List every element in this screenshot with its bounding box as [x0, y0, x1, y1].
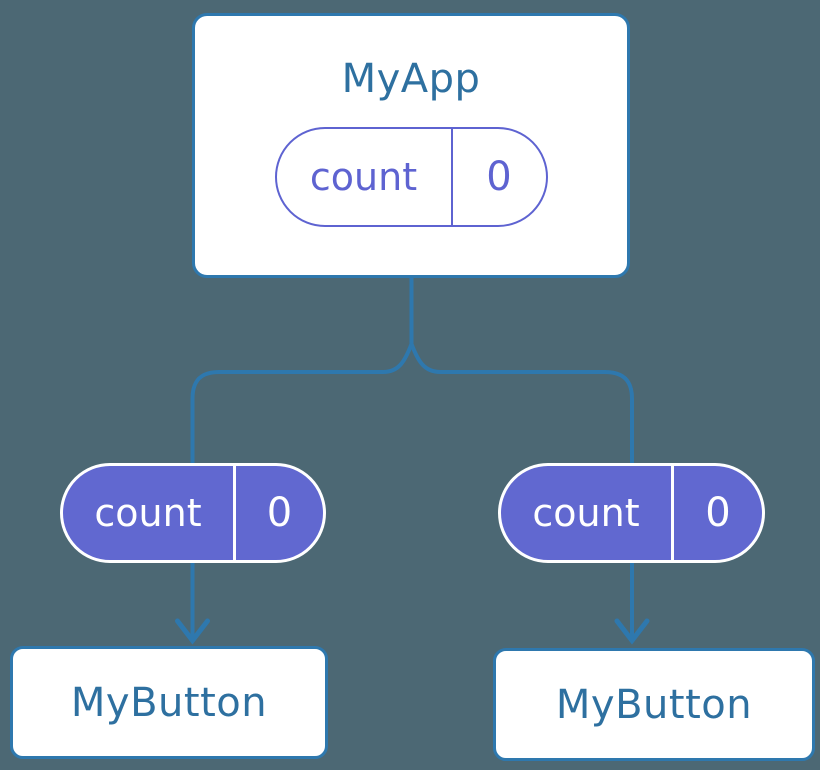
mybutton-left-title: MyButton: [70, 679, 268, 726]
mybutton-right-title: MyButton: [555, 681, 753, 728]
left-prop-name-label: count: [94, 491, 202, 535]
right-prop-value-label: 0: [671, 466, 762, 560]
right-arrowhead-icon: [614, 618, 650, 645]
myapp-title: MyApp: [341, 56, 481, 102]
right-prop-name-label: count: [532, 491, 640, 535]
mybutton-node-left: MyButton: [10, 646, 328, 759]
right-edge-path: [409, 343, 634, 639]
state-value-label: 0: [450, 129, 546, 225]
myapp-state-pill: count 0: [274, 127, 548, 227]
left-prop-value-label: 0: [233, 466, 323, 560]
state-name-label: count: [309, 155, 418, 199]
left-edge-path: [190, 343, 414, 639]
left-prop-pill: count 0: [60, 463, 326, 563]
myapp-node: MyApp count 0: [192, 13, 630, 278]
right-prop-pill: count 0: [498, 463, 765, 563]
mybutton-node-right: MyButton: [493, 648, 815, 761]
left-arrowhead-icon: [175, 618, 210, 645]
